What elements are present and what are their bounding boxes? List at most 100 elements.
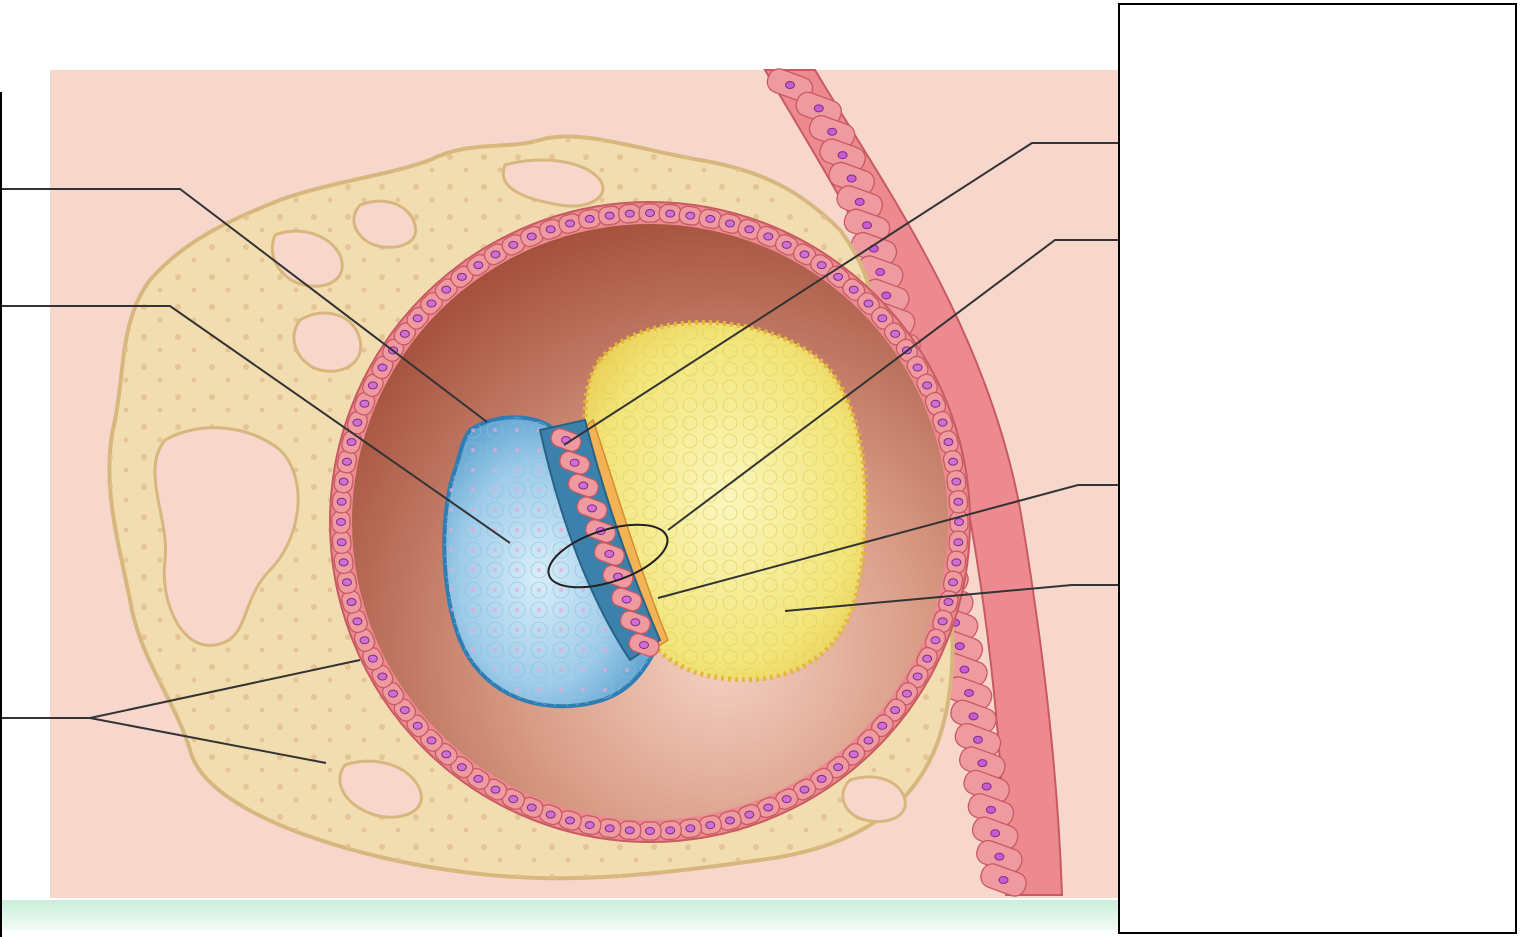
cell-nucleus (878, 315, 887, 322)
cell-nucleus (838, 152, 847, 159)
cell-nucleus (427, 300, 436, 307)
cell-nucleus (666, 827, 675, 834)
cell-nucleus (625, 827, 634, 834)
cell-nucleus (491, 786, 500, 793)
cell-nucleus (509, 796, 518, 803)
cell-nucleus (337, 539, 346, 546)
cell-nucleus (622, 596, 631, 603)
cell-nucleus (413, 315, 422, 322)
lacuna (843, 777, 905, 822)
cell-nucleus (378, 364, 387, 371)
cell-nucleus (342, 579, 351, 586)
cell-nucleus (944, 439, 953, 446)
cell-nucleus (413, 722, 422, 729)
cell-nucleus (944, 598, 953, 605)
cell-nucleus (955, 643, 964, 650)
cell-nucleus (509, 241, 518, 248)
cell-nucleus (814, 105, 823, 112)
cell-nucleus (764, 233, 773, 240)
cell-nucleus (800, 251, 809, 258)
cell-nucleus (864, 737, 873, 744)
cell-nucleus (368, 655, 377, 662)
cell-nucleus (745, 226, 754, 233)
cell-nucleus (360, 637, 369, 644)
cell-nucleus (347, 598, 356, 605)
cell-nucleus (952, 478, 961, 485)
cell-nucleus (342, 458, 351, 465)
cell-nucleus (457, 764, 466, 771)
cell-nucleus (982, 783, 991, 790)
cell-nucleus (834, 273, 843, 280)
cell-nucleus (337, 498, 346, 505)
cell-nucleus (786, 82, 795, 89)
cell-nucleus (954, 539, 963, 546)
cell-nucleus (527, 804, 536, 811)
cell-nucleus (378, 673, 387, 680)
cell-nucleus (457, 273, 466, 280)
cell-nucleus (949, 579, 958, 586)
cell-nucleus (923, 655, 932, 662)
cell-nucleus (491, 251, 500, 258)
cell-nucleus (973, 736, 982, 743)
cell-nucleus (546, 811, 555, 818)
cell-nucleus (646, 828, 655, 835)
cell-nucleus (834, 764, 843, 771)
cell-nucleus (891, 707, 900, 714)
cell-nucleus (400, 330, 409, 337)
cell-nucleus (931, 400, 940, 407)
cell-nucleus (725, 220, 734, 227)
cell-nucleus (566, 220, 575, 227)
cell-nucleus (640, 642, 649, 649)
cell-nucleus (646, 210, 655, 217)
cell-nucleus (817, 262, 826, 269)
cell-nucleus (828, 128, 837, 135)
cell-nucleus (913, 673, 922, 680)
cell-nucleus (931, 637, 940, 644)
cell-nucleus (631, 619, 640, 626)
cell-nucleus (847, 175, 856, 182)
cell-nucleus (546, 226, 555, 233)
cell-nucleus (849, 751, 858, 758)
cell-nucleus (878, 722, 887, 729)
cell-nucleus (923, 382, 932, 389)
cell-nucleus (666, 210, 675, 217)
cell-nucleus (882, 292, 891, 299)
cell-nucleus (339, 559, 348, 566)
cell-nucleus (960, 666, 969, 673)
lacuna (294, 313, 361, 371)
cell-nucleus (353, 419, 362, 426)
cell-nucleus (955, 519, 964, 526)
cell-nucleus (686, 825, 695, 832)
cell-nucleus (864, 300, 873, 307)
cell-nucleus (991, 830, 1000, 837)
cell-nucleus (474, 262, 483, 269)
cell-nucleus (849, 286, 858, 293)
cell-nucleus (725, 817, 734, 824)
cell-nucleus (527, 233, 536, 240)
cell-nucleus (368, 382, 377, 389)
cell-nucleus (339, 478, 348, 485)
cell-nucleus (800, 786, 809, 793)
cell-nucleus (764, 804, 773, 811)
cell-nucleus (855, 198, 864, 205)
cell-nucleus (938, 419, 947, 426)
cell-nucleus (817, 775, 826, 782)
cell-nucleus (347, 439, 356, 446)
cell-nucleus (706, 215, 715, 222)
cell-nucleus (986, 806, 995, 813)
cell-nucleus (782, 241, 791, 248)
cell-nucleus (625, 210, 634, 217)
cell-nucleus (605, 825, 614, 832)
cell-nucleus (913, 364, 922, 371)
cell-nucleus (863, 222, 872, 229)
label-box[interactable] (1118, 3, 1517, 934)
cell-nucleus (427, 737, 436, 744)
cell-nucleus (566, 817, 575, 824)
cell-nucleus (442, 751, 451, 758)
cell-nucleus (474, 775, 483, 782)
cell-nucleus (686, 212, 695, 219)
cell-nucleus (876, 269, 885, 276)
cell-nucleus (588, 505, 597, 512)
cell-nucleus (337, 519, 346, 526)
cell-nucleus (952, 559, 961, 566)
